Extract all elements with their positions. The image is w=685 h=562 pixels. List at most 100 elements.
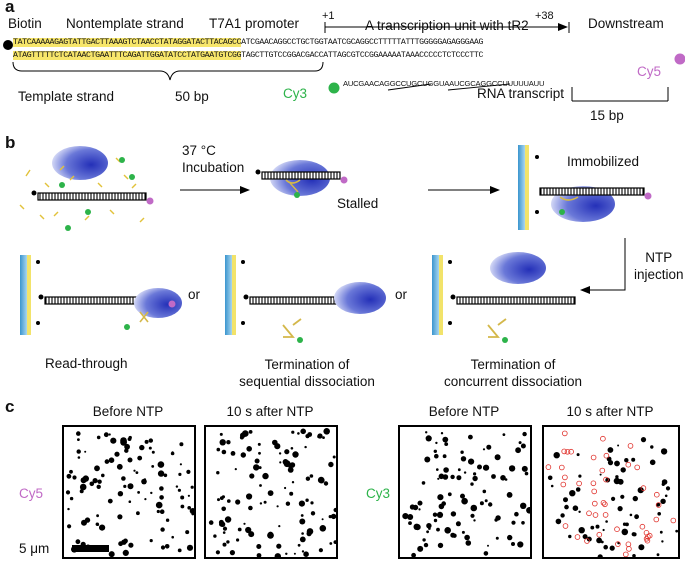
top-rest-seq: ATCGAACAGGCCTGCTGGTAATCGCAGGCCTTTTTATTTG… bbox=[241, 38, 484, 47]
incubation-label: 37 °C Incubation bbox=[182, 143, 245, 175]
molecule-spot bbox=[304, 445, 307, 449]
molecule-spot bbox=[67, 507, 70, 511]
molecule-spot bbox=[179, 442, 184, 447]
molecule-spot bbox=[297, 543, 301, 547]
molecule-spot bbox=[290, 447, 294, 450]
molecule-spot bbox=[94, 465, 100, 472]
lost-spot-marker bbox=[596, 531, 603, 538]
molecule-spot bbox=[187, 494, 190, 497]
title-before-cy5: Before NTP bbox=[92, 404, 164, 419]
molecule-spot bbox=[221, 449, 227, 455]
lost-spot-marker bbox=[586, 510, 592, 517]
molecule-spot bbox=[104, 459, 110, 464]
molecule-spot bbox=[433, 449, 437, 453]
molecule-spot bbox=[230, 451, 236, 456]
lost-spot-marker bbox=[564, 448, 571, 455]
molecule-spot bbox=[159, 495, 164, 500]
molecule-spot bbox=[437, 477, 440, 480]
molecule-spot bbox=[473, 519, 476, 522]
molecule-spot bbox=[432, 512, 438, 517]
molecule-spot bbox=[665, 486, 671, 491]
molecule-spot bbox=[605, 477, 611, 483]
molecule-spot bbox=[463, 471, 467, 474]
lost-spot-marker bbox=[634, 464, 640, 471]
molecule-spot bbox=[144, 439, 149, 444]
bottom-promoter-seq: ATAGTTTTTCTCATAACTGAATTTCAGATTGGATATCCTA… bbox=[13, 51, 242, 60]
rnap-free bbox=[52, 146, 108, 180]
cy3-dot-a bbox=[328, 82, 340, 94]
molecule-spot bbox=[460, 450, 464, 454]
molecule-spot bbox=[572, 505, 579, 511]
rnap-sequential bbox=[334, 282, 386, 314]
molecule-spot bbox=[578, 474, 582, 478]
molecule-spot bbox=[79, 489, 84, 494]
molecule-spot bbox=[278, 452, 282, 455]
molecule-spot bbox=[444, 442, 449, 446]
molecule-spot bbox=[317, 433, 323, 439]
molecule-spot bbox=[127, 437, 132, 441]
molecule-spot bbox=[438, 473, 445, 480]
molecule-spot bbox=[323, 481, 329, 486]
molecule-spot bbox=[661, 482, 665, 486]
molecule-spot bbox=[301, 550, 305, 553]
molecule-spot bbox=[121, 476, 126, 481]
molecule-spot bbox=[450, 474, 455, 480]
molecule-spot bbox=[274, 553, 281, 557]
panel-a-letter: a bbox=[5, 0, 15, 16]
lost-spot-marker bbox=[646, 532, 653, 539]
molecule-spot bbox=[520, 443, 526, 449]
molecule-spot bbox=[95, 479, 98, 482]
top-promoter-seq: TATCAAAAAGAGTATTGACTTAAAGTCTAACCTATAGGAT… bbox=[13, 38, 242, 47]
lost-spot-marker bbox=[591, 488, 597, 495]
molecule-spot bbox=[226, 440, 231, 445]
molecule-spot bbox=[213, 534, 217, 538]
rnap-concurrent bbox=[490, 252, 546, 284]
molecule-spot bbox=[262, 472, 269, 480]
molecule-spot bbox=[461, 530, 465, 534]
molecule-spot bbox=[82, 475, 89, 482]
cy3-free bbox=[59, 157, 135, 231]
molecule-spot bbox=[291, 430, 295, 434]
molecule-spot bbox=[144, 498, 147, 501]
molecule-spot bbox=[472, 475, 478, 482]
molecule-spot bbox=[444, 527, 451, 534]
molecule-spot bbox=[443, 467, 449, 473]
molecule-spot bbox=[170, 451, 175, 456]
molecule-spot bbox=[293, 552, 296, 555]
molecule-spot bbox=[675, 529, 678, 533]
molecule-spot bbox=[69, 496, 74, 501]
molecule-spot bbox=[323, 428, 330, 435]
molecule-spot bbox=[133, 469, 136, 472]
surface-sequential bbox=[225, 255, 245, 335]
lost-spot-marker bbox=[574, 534, 581, 540]
molecule-spot bbox=[189, 508, 194, 514]
bp15-label: 15 bp bbox=[590, 108, 624, 123]
molecule-spot bbox=[520, 502, 527, 509]
molecule-spot bbox=[602, 528, 605, 532]
molecule-spot bbox=[517, 541, 524, 548]
molecule-spot bbox=[656, 502, 661, 507]
molecule-spot bbox=[564, 504, 569, 510]
molecule-spot bbox=[482, 448, 486, 451]
molecule-spot bbox=[511, 520, 516, 525]
molecule-spot bbox=[524, 471, 529, 476]
rna-sequential bbox=[282, 318, 303, 343]
molecule-spot bbox=[76, 449, 81, 454]
lost-spot-marker bbox=[639, 523, 646, 530]
molecule-spot bbox=[257, 442, 261, 446]
molecule-spot bbox=[291, 481, 295, 484]
lost-spot-marker bbox=[627, 443, 634, 449]
molecule-spot bbox=[433, 518, 438, 523]
molecule-spot bbox=[632, 495, 638, 502]
molecule-spot bbox=[460, 456, 467, 462]
molecule-spot bbox=[491, 474, 496, 479]
molecule-spot bbox=[159, 486, 164, 491]
molecule-spot bbox=[599, 473, 602, 476]
molecule-spot bbox=[659, 530, 663, 534]
molecule-spot bbox=[596, 537, 602, 544]
molecule-spot bbox=[191, 512, 194, 516]
spots-cy3-before bbox=[402, 431, 530, 557]
molecule-spot bbox=[272, 439, 278, 446]
molecule-spot bbox=[299, 536, 306, 543]
molecule-spot bbox=[89, 481, 95, 487]
